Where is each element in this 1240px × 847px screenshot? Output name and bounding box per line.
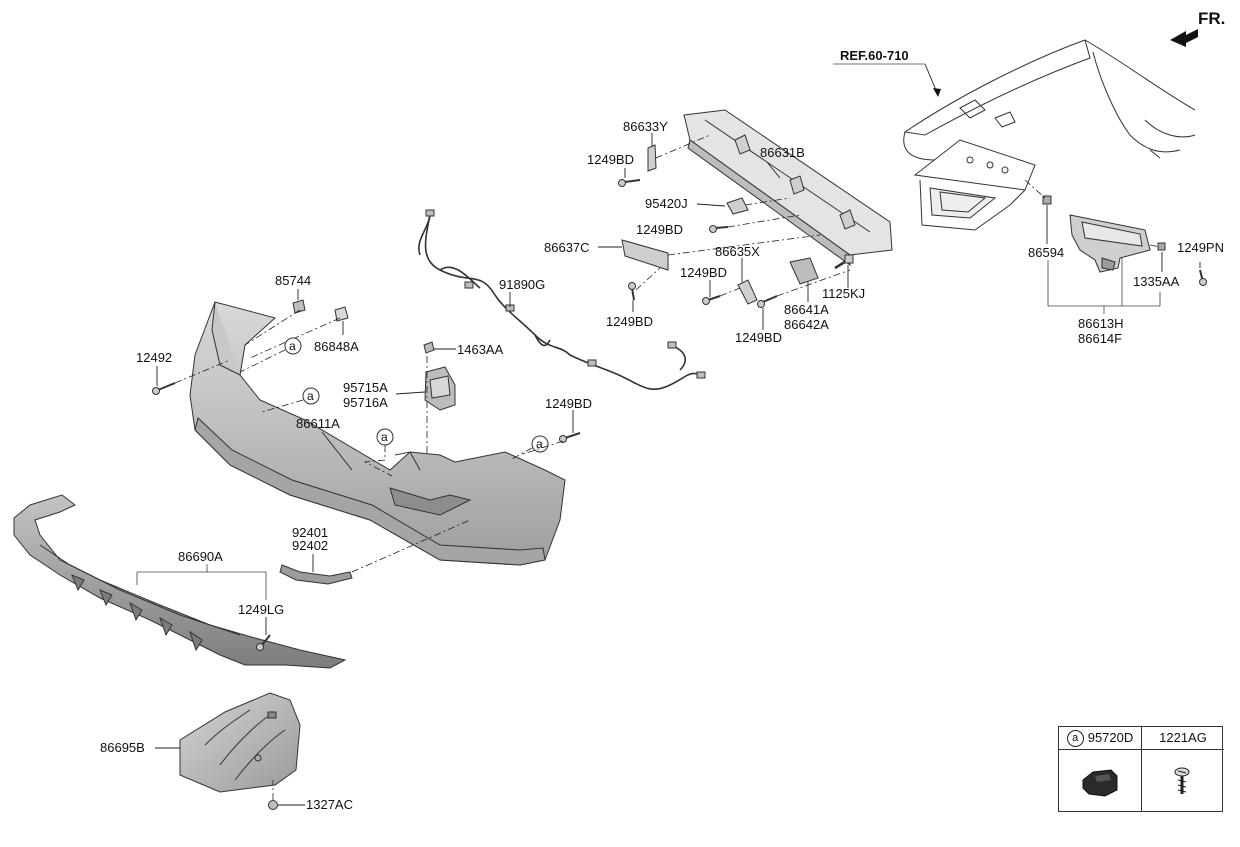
- clip-icon: [1042, 195, 1052, 205]
- bracket-86637C: [621, 239, 669, 271]
- label-86690A: 86690A: [178, 549, 223, 564]
- label-12492: 12492: [136, 350, 172, 365]
- label-1463AA: 1463AA: [457, 342, 504, 357]
- legend-col2-part: 1221AG: [1159, 730, 1207, 745]
- label-1249BD-d: 1249BD: [680, 265, 727, 280]
- connector-icon: [425, 209, 706, 379]
- front-direction-label: FR.: [1198, 9, 1225, 28]
- svg-text:a: a: [289, 339, 296, 353]
- screw-icon: [702, 295, 721, 305]
- bracket-86635X: [737, 279, 758, 305]
- bumper-beam-86631B: [683, 109, 893, 266]
- label-86633Y: 86633Y: [623, 119, 668, 134]
- rear-bumper-cover-86611A: [189, 301, 566, 566]
- label-1249BD-f: 1249BD: [545, 396, 592, 411]
- nut-icon: [1157, 242, 1166, 251]
- legend-illustrations: [1082, 767, 1190, 797]
- label-1249BD-a: 1249BD: [587, 152, 634, 167]
- label-86613H: 86613H: [1078, 316, 1124, 331]
- label-86611A: 86611A: [296, 416, 340, 431]
- label-86848A: 86848A: [314, 339, 359, 354]
- screw-icon: [1199, 269, 1207, 286]
- label-86594: 86594: [1028, 245, 1064, 260]
- label-95715A: 95715A: [343, 380, 388, 395]
- clip-icon: [334, 306, 349, 322]
- callout-marker: a: [1066, 730, 1084, 747]
- label-86641A: 86641A: [784, 302, 829, 317]
- label-86635X: 86635X: [715, 244, 760, 259]
- clip-icon: [292, 299, 306, 314]
- reference-label: REF.60-710: [840, 48, 909, 63]
- screw-icon: [1174, 767, 1190, 794]
- bracket-86633Y: [647, 144, 657, 172]
- screw-icon: [628, 282, 636, 301]
- label-92402: 92402: [292, 538, 328, 553]
- screw-icon: [559, 432, 581, 443]
- label-91890G: 91890G: [499, 277, 545, 292]
- side-bracket-86613H: [1069, 214, 1151, 273]
- svg-text:a: a: [381, 430, 388, 444]
- under-shield-86695B: [179, 692, 301, 793]
- label-86695B: 86695B: [100, 740, 145, 755]
- callout-a: a: [302, 387, 320, 405]
- bracket-95420J: [726, 197, 749, 215]
- label-86631B: 86631B: [760, 145, 805, 160]
- svg-text:a: a: [307, 389, 314, 403]
- label-1335AA: 1335AA: [1133, 274, 1180, 289]
- label-86637C: 86637C: [544, 240, 590, 255]
- label-1125KJ: 1125KJ: [822, 286, 865, 301]
- nut-icon: [268, 800, 278, 810]
- legend-col1-part: 95720D: [1087, 730, 1134, 745]
- sensor-bracket-95715A: [424, 366, 456, 411]
- rear-diffuser-86690A: [13, 494, 347, 669]
- screw-icon: [152, 382, 176, 395]
- label-1327AC: 1327AC: [306, 797, 353, 812]
- svg-text:a: a: [536, 437, 543, 451]
- bracket-86641A: [789, 257, 819, 285]
- label-86642A: 86642A: [784, 317, 829, 332]
- label-92401: 92401: [292, 525, 328, 540]
- label-1249PN: 1249PN: [1177, 240, 1224, 255]
- label-85744: 85744: [275, 273, 311, 288]
- screw-icon: [256, 634, 271, 651]
- label-1249BD-b: 1249BD: [636, 222, 683, 237]
- label-1249BD-c: 1249BD: [606, 314, 653, 329]
- screw-icon: [618, 179, 641, 187]
- reflector-92401: [279, 564, 353, 585]
- legend-col2-header: 1221AG: [1142, 727, 1224, 750]
- callout-a: a: [376, 428, 394, 446]
- clip-icon: [1082, 769, 1118, 797]
- label-86614F: 86614F: [1078, 331, 1122, 346]
- label-1249BD-e: 1249BD: [735, 330, 782, 345]
- vehicle-body-reference: [903, 39, 1196, 231]
- label-95420J: 95420J: [645, 196, 688, 211]
- front-direction-arrow-icon: [1170, 29, 1198, 47]
- label-1249LG: 1249LG: [238, 602, 284, 617]
- bolt-icon: [834, 254, 854, 270]
- screw-icon: [757, 295, 778, 308]
- label-95716A: 95716A: [343, 395, 388, 410]
- callout-a: a: [284, 337, 302, 355]
- nut-icon: [423, 341, 435, 354]
- callout-a: a: [531, 435, 549, 453]
- screw-icon: [709, 225, 729, 233]
